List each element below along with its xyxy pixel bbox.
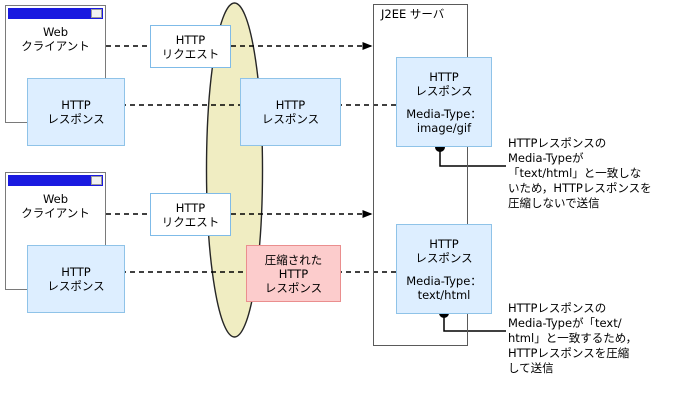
http-request-label: HTTP リクエスト [161, 32, 220, 61]
annotation-no-compress: HTTPレスポンスの Media-Typeが 「text/html」と一致しな … [508, 136, 652, 210]
http-request-label: HTTP リクエスト [161, 200, 220, 229]
j2ee-server-container [373, 4, 468, 346]
server-response-media-type: Media-Type： image/gif [406, 106, 482, 135]
client-response-box-top[interactable]: HTTP レスポンス [27, 78, 125, 146]
mid-response-box-top[interactable]: HTTP レスポンス [240, 78, 341, 146]
leader-line-bottom [443, 313, 506, 332]
compressed-response-label: 圧縮された HTTP レスポンス [264, 252, 323, 295]
http-request-box-top[interactable]: HTTP リクエスト [150, 25, 231, 68]
window-control-button[interactable] [91, 9, 102, 18]
client-titlebar [8, 175, 103, 186]
leader-line-top [439, 147, 506, 167]
server-response-box-bottom[interactable]: HTTP レスポンス Media-Type： text/html [396, 224, 492, 314]
server-response-title: HTTP レスポンス [415, 69, 473, 98]
server-response-media-type: Media-Type： text/html [406, 273, 482, 302]
client-response-label: HTTP レスポンス [47, 98, 105, 126]
mid-response-label: HTTP レスポンス [261, 98, 320, 126]
compressed-response-box[interactable]: 圧縮された HTTP レスポンス [246, 245, 341, 302]
server-response-box-top[interactable]: HTTP レスポンス Media-Type： image/gif [396, 57, 492, 147]
client-response-box-bottom[interactable]: HTTP レスポンス [27, 245, 125, 313]
web-client-label: Web クライアント [21, 25, 90, 53]
window-control-button[interactable] [91, 176, 102, 185]
j2ee-server-title: J2EE サーバ [381, 7, 445, 21]
annotation-compress: HTTPレスポンスの Media-Typeが「text/ html」と一致するた… [508, 301, 638, 375]
http-request-box-bottom[interactable]: HTTP リクエスト [150, 193, 231, 236]
server-response-title: HTTP レスポンス [415, 236, 473, 265]
web-client-label: Web クライアント [21, 192, 90, 220]
client-response-label: HTTP レスポンス [47, 265, 105, 293]
client-titlebar [8, 8, 103, 19]
